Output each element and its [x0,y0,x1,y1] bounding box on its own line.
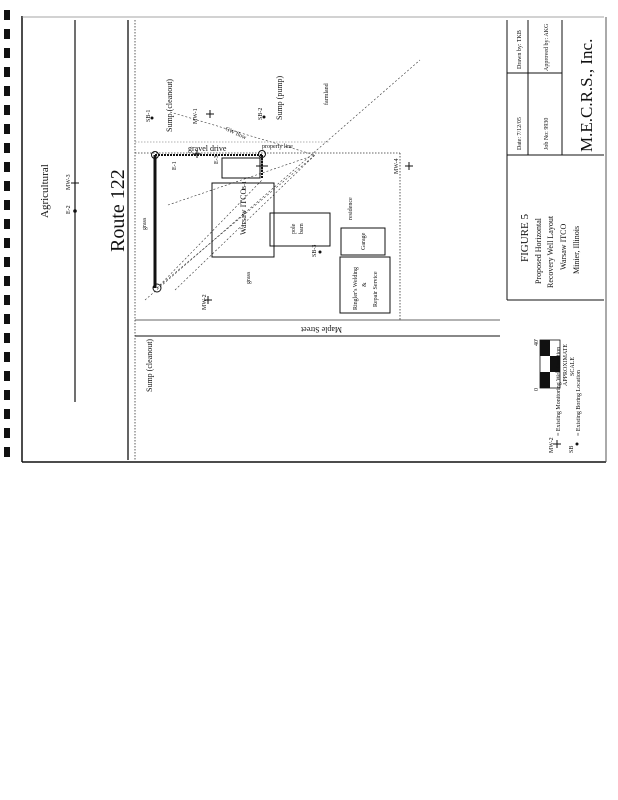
garage [340,227,386,256]
building-annex [221,157,261,179]
job-no-field: Job No: 9930 [544,118,550,150]
warsaw-itco-building [211,182,275,258]
legend-mw-symbol: MW-2 [549,437,555,453]
punch-hole [4,200,10,210]
figure-number: FIGURE 5 [519,214,531,262]
well-sb2-label: SB-2 [258,108,264,120]
sump-cleanout-top-label: Sump (cleanout) [165,79,174,132]
well-mw3-label: MW-3 [66,174,72,190]
scale-label-2: SCALE [570,357,576,376]
date-field: Date: 7/12/05 [517,117,523,150]
legend-sb-marker [575,442,579,446]
punch-hole [4,447,10,457]
punch-hole [4,29,10,39]
legend-sb-symbol: SB [569,446,575,453]
well-markers [150,110,413,304]
punch-hole [4,295,10,305]
site-name: Warsaw ITCO [559,224,568,270]
well-mw4-label: MW-4 [394,158,400,174]
punch-hole [4,371,10,381]
well-e2-label: E-2 [66,205,72,214]
pole-barn [269,212,331,247]
route-label: Route 122 [107,169,129,252]
binder-punch-holes [4,10,10,457]
punch-hole [4,48,10,58]
punch-hole [4,181,10,191]
punch-hole [4,143,10,153]
punch-hole [4,428,10,438]
grass-label-2: grass [246,271,252,284]
sump-pump-label: Sump (pump) [275,75,284,120]
ringlers-label-2: Repair Service [373,271,379,307]
legend-mw-marker [553,440,561,448]
well-e2-marker [73,209,77,213]
punch-hole [4,390,10,400]
scale-end: 40' [534,339,540,346]
punch-hole [4,105,10,115]
punch-hole [4,352,10,362]
sump-cleanout-south [152,283,162,293]
punch-hole [4,409,10,419]
well-b1-label: B-1 [242,181,248,190]
punch-hole [4,124,10,134]
figure-desc-1: Proposed Horizontal [534,217,543,284]
ringlers-label-1: Ringler's Welding [353,267,359,310]
drawn-by-field: Drawn by: TKB [517,30,523,69]
scale-bar [539,339,561,389]
legend-mw-text: = Existing Monitoring Well Location [556,347,562,436]
pole-barn-label-2: barn [299,223,305,234]
ringlers-building [339,256,391,314]
punch-hole [4,10,10,20]
punch-hole [4,314,10,324]
sump-cleanout-bottom-label: Sump (cleanout) [145,339,154,392]
punch-hole [4,162,10,172]
sump-pump [258,150,266,158]
well-mw2-label: MW-2 [202,294,208,310]
ringlers-label-amp: & [362,282,368,287]
agricultural-label: Agricultural [39,164,51,218]
scale-start: 0 [534,388,540,391]
punch-hole [4,67,10,77]
well-mw1-label: MW-1 [193,108,199,124]
sump-cleanout-north [151,151,159,159]
property-line-label: property line [262,144,293,150]
pole-barn-label-1: pole [291,223,297,234]
punch-hole [4,276,10,286]
well-sb1-label: SB-1 [146,110,152,122]
punch-hole [4,86,10,96]
maple-street-label: Maple Street [300,325,342,334]
punch-hole [4,238,10,248]
scale-label-1: APPROXIMATE [563,344,569,386]
gw-flow-label: GW flow [224,125,248,141]
punch-hole [4,257,10,267]
figure-desc-2: Recovery Well Layout [546,215,555,288]
site-location: Minier, Illinois [572,226,581,274]
company-name: M.E.C.R.S., Inc. [577,39,596,152]
grass-label-1: grass [142,217,148,230]
punch-hole [4,219,10,229]
legend-sb-text: = Existing Boring Location [576,370,582,436]
garage-label: Garage [361,232,367,250]
influence-lines [144,59,421,301]
well-sb3-label: SB-3 [312,245,318,257]
warsaw-itco-label: Warsaw ITCO [239,189,248,235]
residence-label: residence [348,197,354,220]
farmland-label: farmland [323,83,330,105]
well-e3-label: E-3 [214,155,220,164]
punch-hole [4,333,10,343]
well-e1-label: E-1 [172,161,178,170]
title-block-frame [506,20,604,301]
approved-by-field: Approved by: AKG [544,23,550,71]
gravel-drive-label: gravel drive [188,144,227,153]
